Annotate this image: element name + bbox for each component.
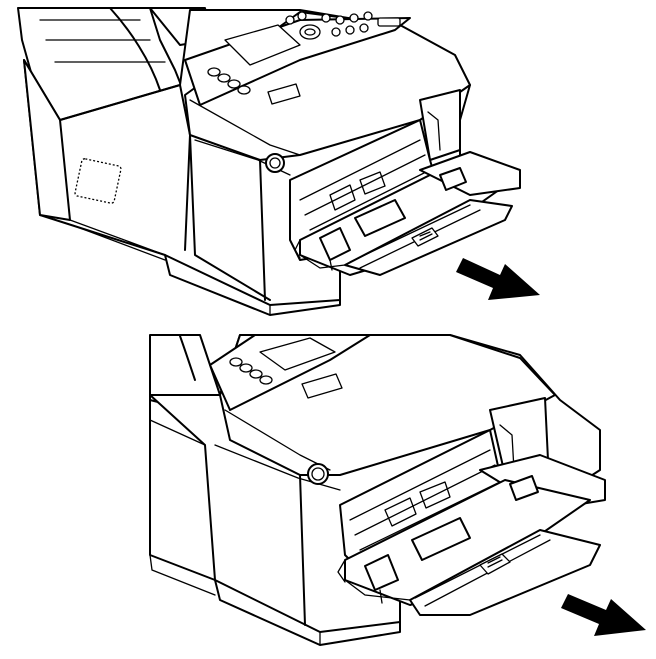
bottom-paper-guide-left [364, 554, 399, 591]
top-tray-cover [419, 151, 521, 196]
bottom-scanner-unit [149, 334, 221, 396]
top-vent-icon [74, 158, 122, 204]
bottom-mp-tray [337, 454, 606, 616]
top-front-knob [265, 153, 285, 173]
panel-top-printer [17, 7, 540, 316]
bottom-pull-arrow-icon [561, 594, 646, 636]
panel-bottom-printer [149, 334, 646, 646]
bottom-tray-extension [409, 529, 601, 616]
bottom-panel-buttons [229, 357, 273, 385]
top-paper-guide-left [319, 227, 351, 261]
bottom-lcd-screen [259, 337, 336, 371]
bottom-usb-slot [301, 373, 343, 399]
top-mp-tray [294, 151, 521, 276]
bottom-front-knob [307, 463, 329, 485]
top-lcd-screen [224, 24, 301, 66]
top-paper-guide-right [439, 167, 467, 191]
bottom-paper-guide-right [509, 475, 539, 501]
top-pull-arrow-icon [456, 258, 540, 300]
top-usb-slot [267, 83, 301, 105]
top-right-recess [419, 89, 461, 161]
top-panel-buttons [207, 11, 401, 95]
